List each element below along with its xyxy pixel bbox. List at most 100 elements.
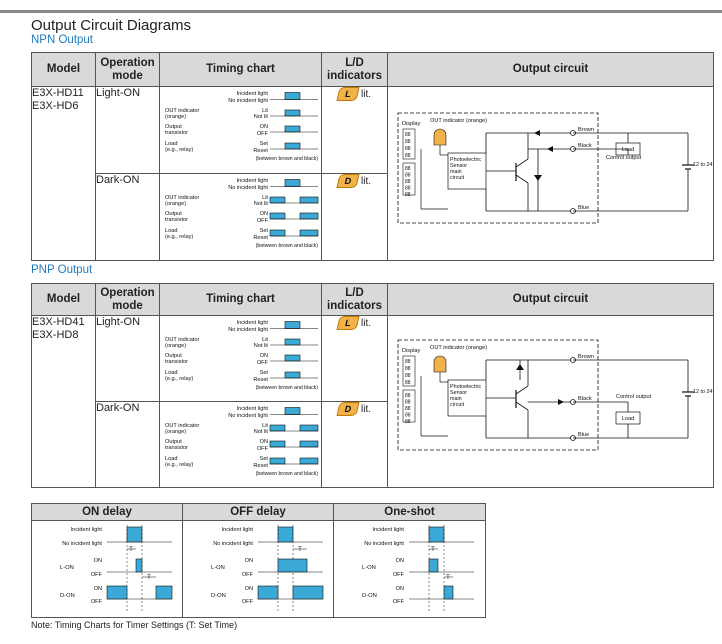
- black-label: Black: [578, 143, 592, 149]
- out-indicator-label: OUT indicator: [165, 337, 200, 343]
- npn-mode-dark-on: Dark-ON: [95, 173, 160, 261]
- set-label: Set: [260, 370, 269, 376]
- transistor-sub: transistor: [165, 217, 188, 223]
- diode-icon: [534, 175, 542, 181]
- display-label: Display: [402, 348, 421, 354]
- transistor-label: Output: [165, 124, 182, 130]
- on-label: ON: [245, 558, 253, 564]
- no-incident-label: No incident light: [228, 327, 268, 333]
- load-box-label: Load: [622, 416, 634, 422]
- display-block-top: [402, 355, 416, 387]
- digit-glyph: 88: [405, 393, 411, 399]
- digit-glyph: 88: [405, 192, 411, 198]
- display-block-top: [402, 128, 416, 160]
- display-label: Display: [402, 121, 421, 127]
- off-label: OFF: [257, 218, 269, 224]
- not-lit-label: Not lit: [254, 343, 269, 349]
- page-title: Output Circuit Diagrams: [31, 17, 192, 34]
- header-off-delay: OFF delay: [182, 503, 334, 521]
- header-model: Model: [31, 52, 96, 87]
- load-sub: (e.g., relay): [165, 234, 193, 240]
- transistor-lead: [515, 385, 529, 395]
- d-on-pulse: [292, 585, 324, 600]
- l-on-label: L-ON: [211, 565, 225, 571]
- out-indicator-sub: (orange): [165, 201, 186, 207]
- transistor-lead: [515, 174, 529, 184]
- t-label: T: [446, 575, 450, 581]
- on-label: ON: [94, 558, 102, 564]
- incident-label: Incident light: [237, 178, 269, 184]
- lit-label: Lit: [262, 108, 268, 114]
- header-output-circuit: Output circuit: [387, 283, 714, 316]
- off-label: OFF: [242, 599, 254, 605]
- d-on-pulse: [443, 585, 454, 600]
- transistor-sub: transistor: [165, 359, 188, 365]
- diode-icon: [534, 130, 540, 136]
- load-label: Load: [165, 370, 177, 376]
- incident-label: Incident light: [237, 406, 269, 412]
- d-on-pulse: [257, 585, 279, 600]
- sensor-label: Photoelectric: [450, 384, 481, 390]
- load-label: Load: [165, 141, 177, 147]
- brown-label: Brown: [578, 127, 594, 133]
- not-lit-label: Not lit: [254, 201, 269, 207]
- sensor-label: main: [450, 396, 462, 402]
- indicator-pulse: [284, 338, 301, 346]
- out-indicator-label: OUT indicator: [165, 108, 200, 114]
- indicator-pulse: [269, 196, 286, 204]
- out-indicator-sub: (orange): [165, 343, 186, 349]
- no-incident-label: No incident light: [228, 185, 268, 191]
- digit-glyph: 88: [405, 146, 411, 152]
- between-label: (between brown and black): [256, 385, 319, 391]
- d-on-label: D-ON: [362, 593, 377, 599]
- digit-glyph: 88: [405, 359, 411, 365]
- off-label: OFF: [257, 360, 269, 366]
- set-label: Set: [260, 228, 269, 234]
- header-output-circuit: Output circuit: [387, 52, 714, 87]
- incident-pulse: [428, 526, 445, 543]
- pnp-mode-dark-on: Dark-ON: [95, 401, 160, 488]
- off-label: OFF: [257, 131, 269, 137]
- header-timing-chart: Timing chart: [159, 283, 322, 316]
- sensor-label: main: [450, 169, 462, 175]
- timer-table: ON delay OFF delay One-shot Incident lig…: [31, 503, 486, 618]
- no-incident-label: No incident light: [364, 541, 404, 547]
- t-label: T: [129, 547, 133, 553]
- digit-glyph: 88: [405, 400, 411, 406]
- load-pulse: [299, 229, 319, 237]
- indicator-pulse: [299, 196, 319, 204]
- on-label: ON: [260, 353, 268, 359]
- digit-glyph: 88: [405, 166, 411, 172]
- d-on-pulse: [155, 585, 173, 600]
- transistor-pulse: [284, 125, 301, 133]
- digit-glyph: 88: [405, 373, 411, 379]
- no-incident-label: No incident light: [228, 98, 268, 104]
- out-indicator-circuit-label: OUT indicator (orange): [430, 345, 487, 351]
- digit-glyph: 88: [405, 366, 411, 372]
- main-circuit-box: [447, 152, 487, 190]
- supply-label: 12 to 24 VDC: [693, 389, 714, 395]
- reset-label: Reset: [253, 463, 268, 469]
- l-on-pulse: [277, 558, 308, 573]
- diode-icon: [516, 364, 524, 370]
- l-indicator-icon: L: [336, 87, 360, 101]
- transistor-sub: transistor: [165, 445, 188, 451]
- incident-pulse: [284, 321, 301, 329]
- on-label: ON: [245, 586, 253, 592]
- control-output-label: Control output: [616, 394, 652, 400]
- incident-label: Incident light: [237, 320, 269, 326]
- reset-label: Reset: [253, 235, 268, 241]
- diode-icon: [547, 146, 553, 152]
- transistor-pulse: [269, 440, 286, 448]
- digit-glyph: 88: [405, 406, 411, 412]
- incident-label: Incident light: [237, 91, 269, 97]
- out-indicator-label: OUT indicator: [165, 195, 200, 201]
- transistor-label: Output: [165, 353, 182, 359]
